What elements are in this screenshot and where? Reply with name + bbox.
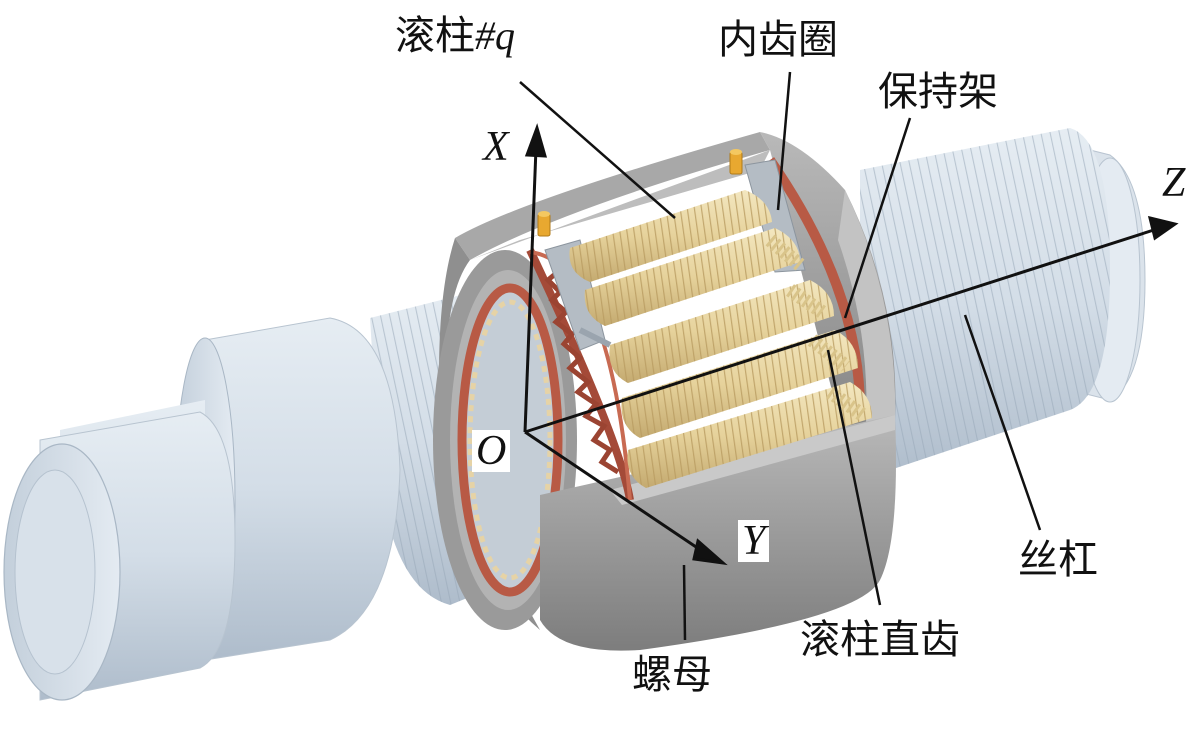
leader-roller-spur-gear (826, 349, 882, 606)
leader-lines (519, 71, 1042, 641)
leader-cage (843, 117, 912, 319)
axis-label-y: Y (738, 520, 770, 562)
axis-label-x: X (483, 124, 509, 170)
x-axis-arrow (524, 123, 548, 158)
leader-nut (682, 564, 687, 641)
label-roller-q: 滚柱#q (395, 13, 515, 59)
shaft-left-end (3, 317, 401, 701)
leader-roller-q (519, 81, 676, 219)
leader-ring-gear (776, 71, 792, 211)
z-axis-line (524, 226, 1161, 434)
label-roller-q-prefix: 滚柱 (395, 13, 475, 59)
pins (537, 149, 743, 237)
label-roller-spur-gear: 滚柱直齿 (800, 617, 960, 663)
coordinate-axes (523, 123, 1179, 566)
label-cage: 保持架 (878, 69, 998, 115)
rollers (569, 190, 872, 488)
z-axis-arrow (1147, 215, 1179, 241)
y-axis-line (524, 430, 706, 555)
x-axis-line (523, 147, 538, 433)
label-nut: 螺母 (632, 652, 712, 698)
axis-label-z: Z (1162, 160, 1186, 206)
y-axis-arrow (692, 538, 728, 566)
leader-screw (963, 314, 1042, 531)
axis-label-origin: O (472, 430, 511, 472)
label-ring-gear: 内齿圈 (718, 17, 838, 63)
label-screw: 丝杠 (1018, 537, 1098, 583)
label-roller-q-suffix: #q (475, 13, 515, 58)
